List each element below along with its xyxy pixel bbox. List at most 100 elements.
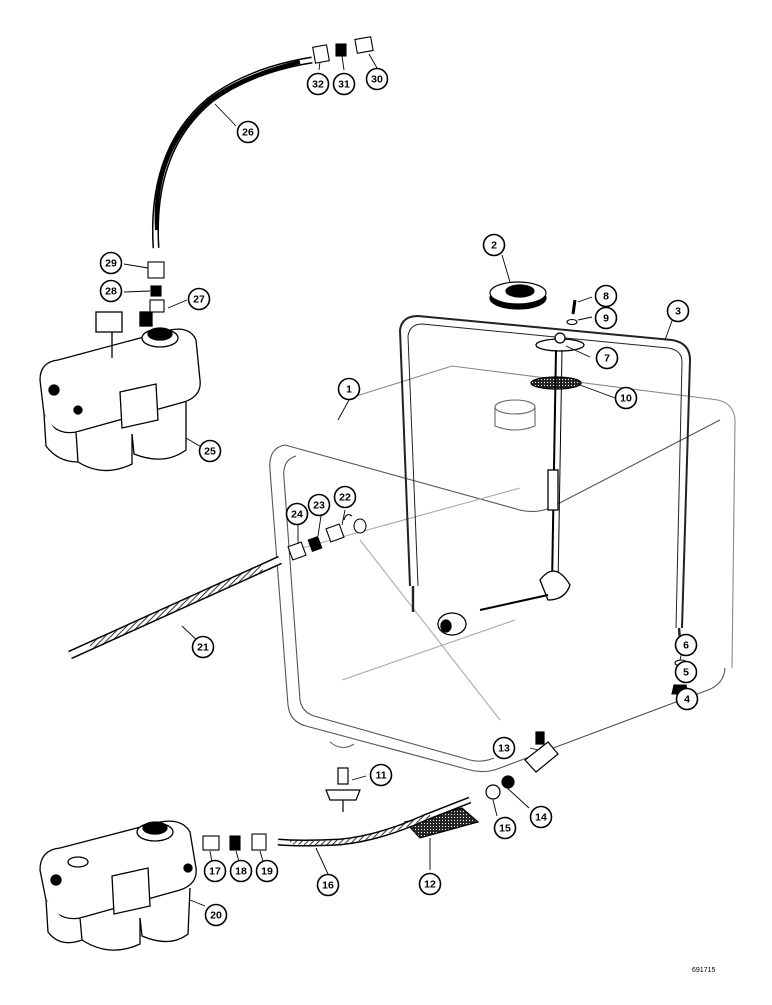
callout-number: 4 bbox=[684, 694, 690, 706]
callout-20: 20 bbox=[204, 903, 228, 927]
callout-circle bbox=[365, 67, 389, 91]
callout-circle bbox=[674, 660, 698, 684]
callout-28: 28 bbox=[99, 279, 123, 303]
callout-13: 13 bbox=[492, 736, 516, 760]
fuel-line-lower bbox=[277, 796, 472, 847]
callout-circle bbox=[285, 502, 309, 526]
callout-number: 7 bbox=[604, 353, 610, 365]
callout-number: 3 bbox=[675, 306, 681, 318]
callout-number: 21 bbox=[197, 642, 209, 654]
callout-23: 23 bbox=[307, 493, 331, 517]
callout-27: 27 bbox=[187, 287, 211, 311]
callout-5: 5 bbox=[674, 660, 698, 684]
callout-number: 22 bbox=[339, 492, 351, 504]
callout-22: 22 bbox=[333, 485, 357, 509]
callout-number: 20 bbox=[210, 910, 222, 922]
callout-circle bbox=[529, 805, 553, 829]
fuel-line-upper bbox=[151, 56, 313, 249]
callout-25: 25 bbox=[198, 439, 222, 463]
callout-12: 12 bbox=[418, 872, 442, 896]
callout-circle bbox=[203, 859, 227, 883]
callout-number: 23 bbox=[313, 500, 325, 512]
fuel-gauge-sender bbox=[437, 332, 585, 636]
fuel-filter-upper bbox=[39, 311, 201, 472]
fuel-tank bbox=[269, 365, 736, 773]
callout-number: 6 bbox=[683, 640, 689, 652]
callout-31: 31 bbox=[332, 72, 356, 96]
filler-cap bbox=[489, 281, 547, 310]
callout-11: 11 bbox=[369, 763, 393, 787]
callout-16: 16 bbox=[316, 873, 340, 897]
callout-number: 1 bbox=[346, 384, 352, 396]
upper-fittings bbox=[147, 261, 165, 313]
callout-24: 24 bbox=[285, 502, 309, 526]
drawing-reference-id: 691715 bbox=[692, 967, 715, 974]
callout-number: 16 bbox=[322, 880, 334, 892]
callout-circle bbox=[332, 72, 356, 96]
callout-circle bbox=[306, 72, 330, 96]
fuel-filter-lower bbox=[39, 820, 197, 951]
tank-fittings bbox=[287, 514, 367, 561]
callout-number: 18 bbox=[235, 866, 247, 878]
callout-15: 15 bbox=[493, 816, 517, 840]
callout-26: 26 bbox=[236, 120, 260, 144]
callout-number: 30 bbox=[371, 74, 383, 86]
callout-circle bbox=[614, 386, 638, 410]
callout-number: 14 bbox=[535, 812, 547, 824]
callout-number: 9 bbox=[603, 313, 609, 325]
callout-number: 8 bbox=[603, 291, 609, 303]
callout-number: 17 bbox=[209, 866, 221, 878]
callout-32: 32 bbox=[306, 72, 330, 96]
callout-number: 11 bbox=[375, 770, 386, 782]
callout-circle bbox=[316, 873, 340, 897]
hose-end-fittings bbox=[312, 36, 374, 64]
callout-14: 14 bbox=[529, 805, 553, 829]
callout-circle bbox=[492, 736, 516, 760]
callout-circle bbox=[204, 903, 228, 927]
callout-circle bbox=[198, 439, 222, 463]
drain-cock bbox=[325, 767, 361, 812]
callout-18: 18 bbox=[229, 859, 253, 883]
callout-number: 24 bbox=[291, 509, 303, 521]
callout-21: 21 bbox=[191, 635, 215, 659]
callout-30: 30 bbox=[365, 67, 389, 91]
callout-6: 6 bbox=[674, 633, 698, 657]
callout-number: 13 bbox=[498, 743, 510, 755]
callout-number: 15 bbox=[499, 823, 511, 835]
callout-circle bbox=[594, 306, 618, 330]
callout-2: 2 bbox=[482, 233, 506, 257]
callout-number: 29 bbox=[105, 258, 117, 270]
callout-circle bbox=[666, 299, 690, 323]
callout-circle bbox=[255, 859, 279, 883]
callout-7: 7 bbox=[595, 346, 619, 370]
callout-number: 12 bbox=[424, 879, 436, 891]
callout-circle bbox=[191, 635, 215, 659]
callout-number: 2 bbox=[491, 240, 497, 252]
callout-1: 1 bbox=[337, 377, 361, 401]
callout-number: 27 bbox=[193, 294, 205, 306]
callout-circle bbox=[229, 859, 253, 883]
callout-8: 8 bbox=[594, 284, 618, 308]
callout-circle bbox=[594, 284, 618, 308]
callout-circle bbox=[418, 872, 442, 896]
callout-number: 25 bbox=[204, 446, 216, 458]
callout-9: 9 bbox=[594, 306, 618, 330]
callout-circle bbox=[187, 287, 211, 311]
callout-3: 3 bbox=[666, 299, 690, 323]
callout-circle bbox=[236, 120, 260, 144]
callout-number: 31 bbox=[338, 79, 350, 91]
outlet-valve bbox=[485, 731, 559, 800]
callout-number: 5 bbox=[683, 667, 689, 679]
callout-circle bbox=[307, 493, 331, 517]
callout-4: 4 bbox=[675, 687, 699, 711]
callout-number: 28 bbox=[105, 286, 117, 298]
callout-circle bbox=[482, 233, 506, 257]
callout-29: 29 bbox=[99, 251, 123, 275]
lower-fittings bbox=[202, 833, 267, 851]
callout-circle bbox=[595, 346, 619, 370]
callout-number: 32 bbox=[312, 79, 324, 91]
breather-tube bbox=[68, 555, 282, 660]
